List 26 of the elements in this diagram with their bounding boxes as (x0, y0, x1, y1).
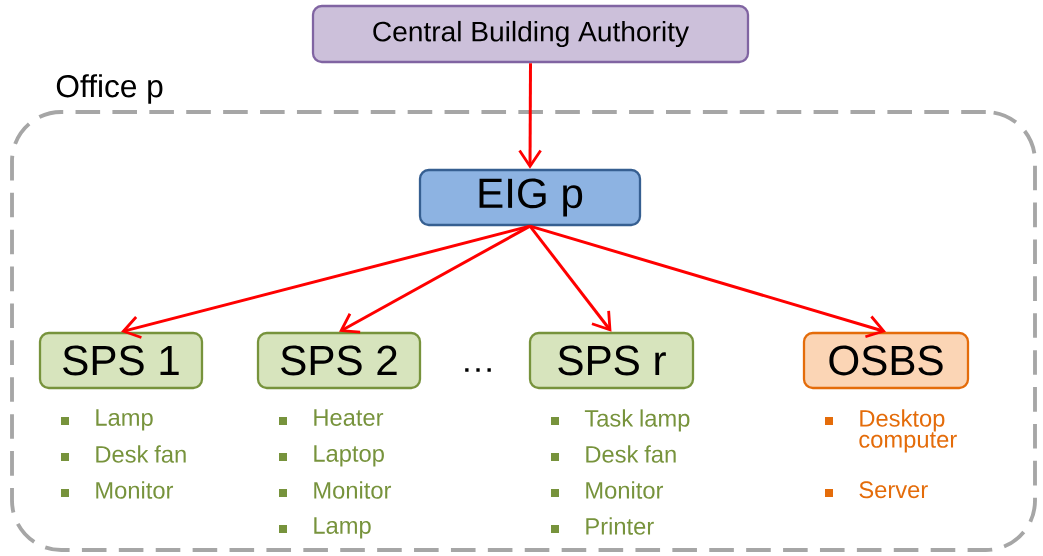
arrow (529, 224, 886, 339)
bullet-item: Laptop (279, 445, 384, 467)
authority-box: Central Building Authority (311, 4, 750, 64)
ellipsis-label: … (465, 368, 491, 372)
arrow (518, 63, 542, 169)
bullet-item: Desktop computer (825, 409, 957, 453)
arrow (528, 225, 612, 332)
bullet-item: Heater (279, 409, 384, 426)
gateway-box: EIG p (418, 168, 642, 227)
bullet-item: Task lamp (551, 409, 690, 432)
osbs-box: OSBS (802, 331, 970, 390)
sps-box: SPS 2 (256, 331, 422, 390)
bullet-item: Desk fan (61, 445, 186, 463)
arrow (339, 224, 531, 334)
bullet-item: Server (825, 481, 928, 499)
bullet-item: Desk fan (551, 445, 676, 463)
bullet-item: Lamp (279, 517, 371, 539)
bullet-item: Monitor (551, 481, 664, 499)
sps-box: SPS 1 (38, 331, 204, 390)
bullet-item: Monitor (279, 481, 392, 499)
bullet-item: Printer (551, 517, 654, 535)
sps-box: SPS r (528, 331, 695, 390)
node-label: Office p (56, 74, 163, 104)
bullet-item: Lamp (61, 409, 153, 431)
bullet-item: Monitor (61, 481, 174, 499)
arrow (121, 224, 531, 339)
